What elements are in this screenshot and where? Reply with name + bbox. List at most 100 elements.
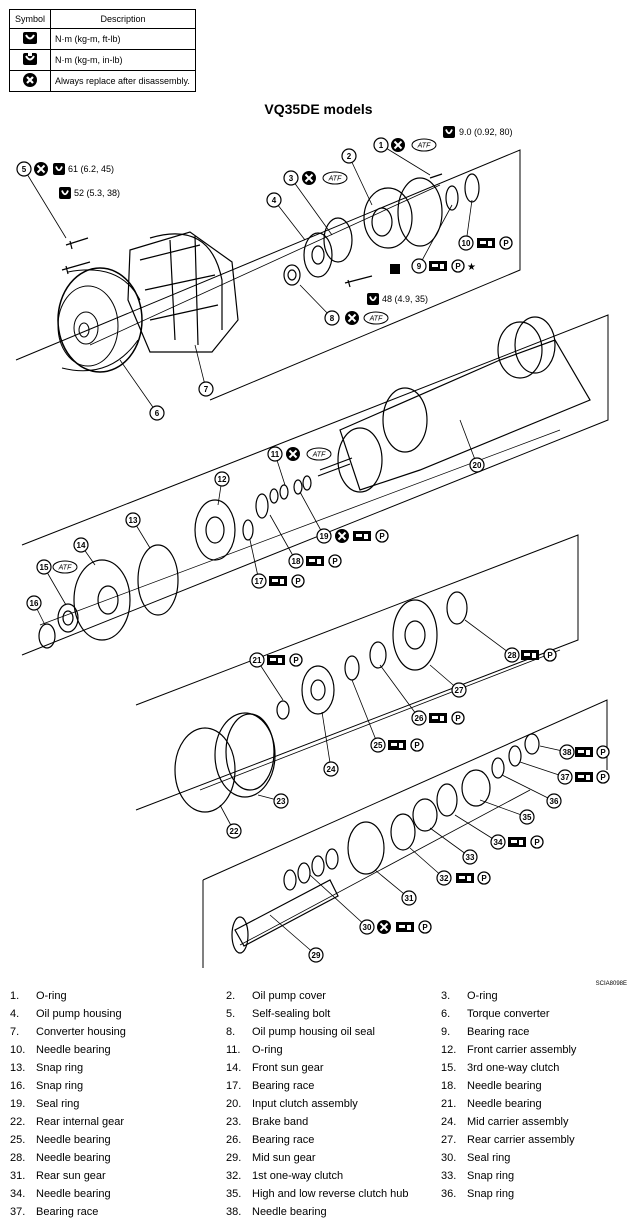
torque-value-48: 48 (4.9, 35) [382, 294, 428, 304]
callout-22: 22 [219, 804, 242, 839]
part-name: 3rd one-way clutch [467, 1062, 560, 1074]
callout-11: 11 [267, 446, 286, 486]
part-name: Needle bearing [36, 1152, 111, 1164]
callout-number: 30 [363, 923, 372, 932]
part-name: Snap ring [36, 1080, 84, 1092]
part-name: Bearing race [36, 1206, 99, 1218]
part-number: 28. [10, 1152, 26, 1164]
callout-12: 12 [214, 471, 230, 506]
callout-circle [316, 528, 332, 544]
leader-line [501, 774, 555, 802]
callout-circle [490, 834, 506, 850]
legend-row: N·m (kg-m, in-lb) [9, 49, 196, 71]
callout-21: 21 [249, 652, 284, 701]
part-name: Front carrier assembly [467, 1044, 577, 1056]
leader-line [269, 514, 297, 562]
petroleum-jelly-icon [267, 655, 285, 665]
part-name: 1st one-way clutch [252, 1170, 344, 1182]
part-name: Needle bearing [467, 1098, 542, 1110]
callout-number: 27 [455, 686, 464, 695]
part-name: Converter housing [36, 1026, 126, 1038]
part-number: 8. [226, 1026, 236, 1038]
callout-circle [359, 919, 375, 935]
callout-29: 29 [269, 914, 324, 963]
part-name: Snap ring [467, 1170, 515, 1182]
part-name: O-ring [252, 1044, 283, 1056]
callout-circle [411, 710, 427, 726]
leader-line [269, 914, 317, 956]
callout-number: 5 [22, 165, 27, 174]
part-name: Front sun gear [252, 1062, 324, 1074]
part-name: Seal ring [467, 1152, 511, 1164]
part-name: Oil pump housing oil seal [252, 1026, 375, 1038]
callout-28: 28 [464, 619, 520, 663]
callout-circle [451, 682, 467, 698]
leader-line [351, 679, 379, 746]
p-badge [289, 653, 303, 667]
callout-circle [436, 870, 452, 886]
rear-carrier-drawing [344, 591, 468, 681]
callout-number: 36 [550, 797, 559, 806]
legend-row: N·m (kg-m, ft-lb) [9, 28, 196, 50]
callout-circle [149, 405, 165, 421]
callout-33: 33 [429, 827, 478, 865]
leader-line [348, 155, 373, 206]
leader-line [119, 359, 158, 414]
callout-number: 4 [272, 196, 277, 205]
leader-line [464, 619, 513, 656]
callout-30: 30 [309, 874, 375, 935]
leader-line [290, 177, 333, 236]
callout-20: 20 [459, 419, 485, 473]
callout-circle [557, 769, 573, 785]
petroleum-jelly-icon [477, 238, 495, 248]
petroleum-jelly-icon [575, 747, 593, 757]
torque-annotations: 61 (6.2, 45) 52 (5.3, 38) 9.0 (0.92, 80)… [33, 125, 513, 306]
star-mark: ★ [467, 262, 476, 273]
figure-code: SCIA8098E [595, 981, 627, 987]
callout-circle [323, 761, 339, 777]
part-name: Needle bearing [36, 1044, 111, 1056]
callout-number: 16 [30, 599, 39, 608]
callout-16: 16 [26, 595, 46, 626]
torque-wrench-icon [58, 186, 72, 200]
part-name: Snap ring [36, 1062, 84, 1074]
callout-circle [401, 890, 417, 906]
legend-description: Always replace after disassembly. [50, 70, 196, 92]
p-badge [543, 648, 557, 662]
callout-number: 34 [494, 838, 503, 847]
legend-symbol-cell [9, 28, 51, 50]
part-number: 16. [10, 1080, 26, 1092]
callout-19: 19 [299, 491, 332, 544]
callout-circle [411, 258, 427, 274]
part-number: 6. [441, 1008, 451, 1020]
part-number: 1. [10, 990, 20, 1002]
part-number: 34. [10, 1188, 26, 1200]
part-number: 19. [10, 1098, 26, 1110]
part-number: 22. [10, 1116, 26, 1128]
petroleum-jelly-icon [429, 713, 447, 723]
replace-x-icon [285, 446, 301, 462]
p-badge [328, 554, 342, 568]
callout-number: 2 [347, 152, 352, 161]
callout-number: 35 [523, 813, 532, 822]
callout-circle [559, 744, 575, 760]
leader-line [299, 491, 325, 537]
callout-9: 9 [411, 204, 453, 274]
front-carrier-drawing [194, 475, 312, 561]
petroleum-jelly-icon [575, 772, 593, 782]
part-number: 38. [226, 1206, 242, 1218]
callout-35: 35 [479, 799, 535, 825]
part-number: 37. [10, 1206, 26, 1218]
part-number: 26. [226, 1134, 242, 1146]
p-badge [451, 711, 465, 725]
callout-circle [519, 809, 535, 825]
leader-line [309, 874, 368, 928]
leader-line [519, 761, 566, 778]
part-name: Snap ring [467, 1188, 515, 1200]
part-name: Oil pump housing [36, 1008, 122, 1020]
part-name: Self-sealing bolt [252, 1008, 331, 1020]
part-number: 7. [10, 1026, 20, 1038]
frame-lines [15, 149, 609, 968]
p-badge [418, 920, 432, 934]
part-number: 15. [441, 1062, 457, 1074]
